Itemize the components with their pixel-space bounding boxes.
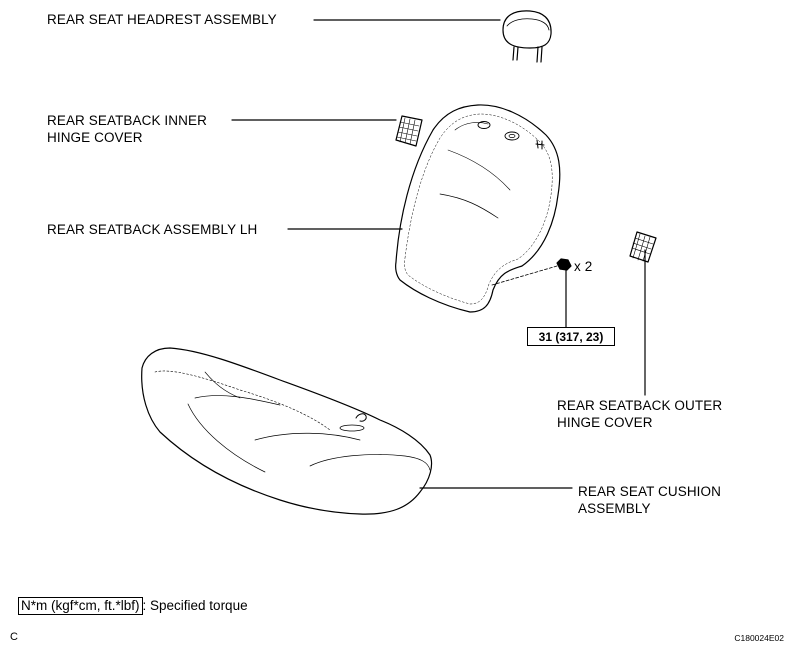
inner-hinge-cover-label: REAR SEATBACK INNER HINGE COVER xyxy=(47,112,207,146)
torque-legend: N*m (kgf*cm, ft.*lbf): Specified torque xyxy=(18,597,248,615)
torque-value-box: 31 (317, 23) xyxy=(527,327,615,346)
outer-hinge-cover-label-line2: HINGE COVER xyxy=(557,415,653,430)
seat-cushion-label: REAR SEAT CUSHION ASSEMBLY xyxy=(578,483,721,517)
seatback-label: REAR SEATBACK ASSEMBLY LH xyxy=(47,222,258,237)
torque-unit-box: N*m (kgf*cm, ft.*lbf) xyxy=(18,597,143,615)
figure-code: C180024E02 xyxy=(734,633,784,643)
outer-hinge-cover-drawing xyxy=(629,231,657,263)
outer-hinge-cover-label-line1: REAR SEATBACK OUTER xyxy=(557,398,723,413)
headrest-drawing xyxy=(502,10,552,63)
inner-hinge-cover-drawing xyxy=(395,115,423,147)
bolt-quantity: x 2 xyxy=(574,259,593,274)
inner-hinge-cover-label-line1: REAR SEATBACK INNER xyxy=(47,113,207,128)
seat-cushion-label-line1: REAR SEAT CUSHION xyxy=(578,484,721,499)
seatback-drawing xyxy=(395,104,561,313)
seat-cushion-label-line2: ASSEMBLY xyxy=(578,501,651,516)
headrest-label: REAR SEAT HEADREST ASSEMBLY xyxy=(47,12,277,27)
torque-legend-text: : Specified torque xyxy=(142,598,248,613)
outer-hinge-cover-label: REAR SEATBACK OUTER HINGE COVER xyxy=(557,397,722,431)
seat-cushion-drawing xyxy=(141,347,433,515)
bolt-drawing xyxy=(491,258,572,286)
inner-hinge-cover-label-line2: HINGE COVER xyxy=(47,130,143,145)
corner-letter: C xyxy=(10,631,18,643)
